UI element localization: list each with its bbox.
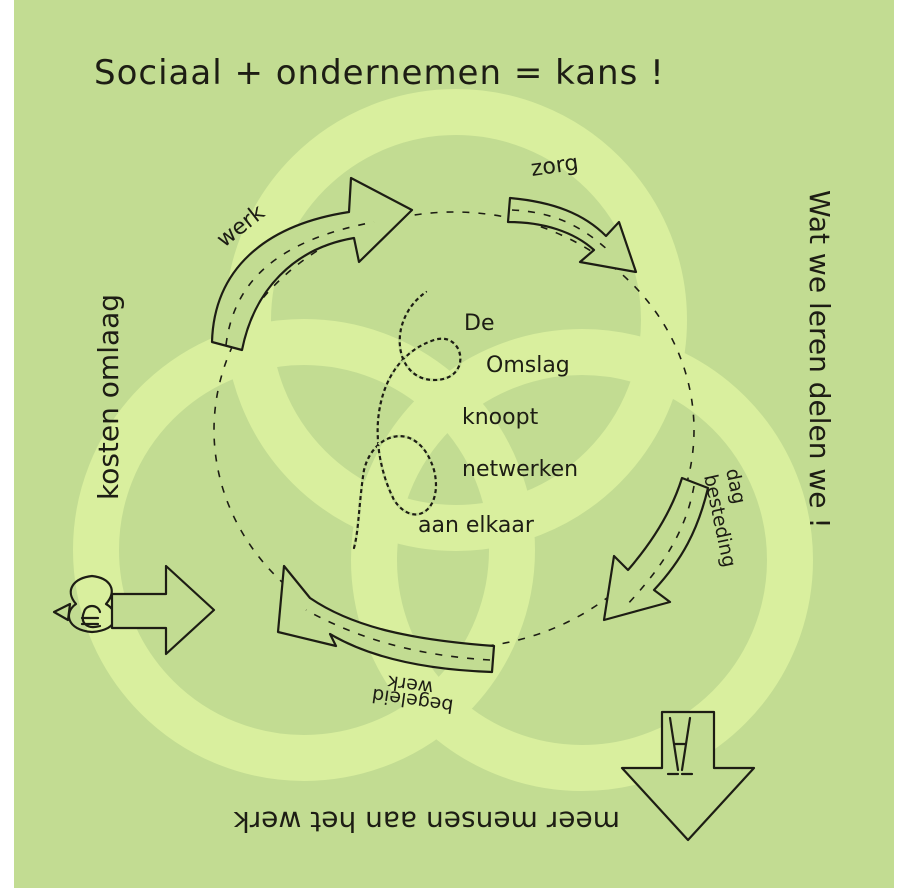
- ring-left: [73, 319, 535, 781]
- diagram-canvas: Sociaal + ondernemen = kans ! werk zorg …: [14, 0, 894, 888]
- center-line-5: aan elkaar: [418, 513, 535, 538]
- center-line-2: Omslag: [486, 353, 570, 378]
- clothespin-icon: [666, 716, 694, 776]
- zorg-arrow: [506, 196, 638, 274]
- ring-right: [351, 329, 813, 791]
- center-line-1: De: [464, 311, 494, 336]
- title: Sociaal + ondernemen = kans !: [94, 53, 665, 93]
- arrow-down: [620, 710, 756, 842]
- cycle-dashed-circle: [213, 211, 695, 649]
- knot-icon: [352, 290, 462, 550]
- werk-arrow: [210, 176, 414, 352]
- money-bag-icon: [52, 574, 117, 634]
- left-label: kosten omlaag: [92, 294, 125, 500]
- zorg-label: zorg: [529, 151, 580, 182]
- arrow-right: [110, 564, 216, 656]
- bottom-label: meer mensen aan het werk: [233, 805, 620, 838]
- begeleid-werk-arrow: [276, 564, 496, 674]
- center-line-3: knoopt: [462, 405, 539, 430]
- center-line-4: netwerken: [462, 457, 578, 482]
- dagbesteding-arrow: [602, 476, 710, 622]
- venn-rings: [73, 89, 813, 791]
- omslag-diagram: Sociaal + ondernemen = kans ! werk zorg …: [52, 53, 836, 842]
- right-label: Wat we leren delen we !: [803, 190, 836, 529]
